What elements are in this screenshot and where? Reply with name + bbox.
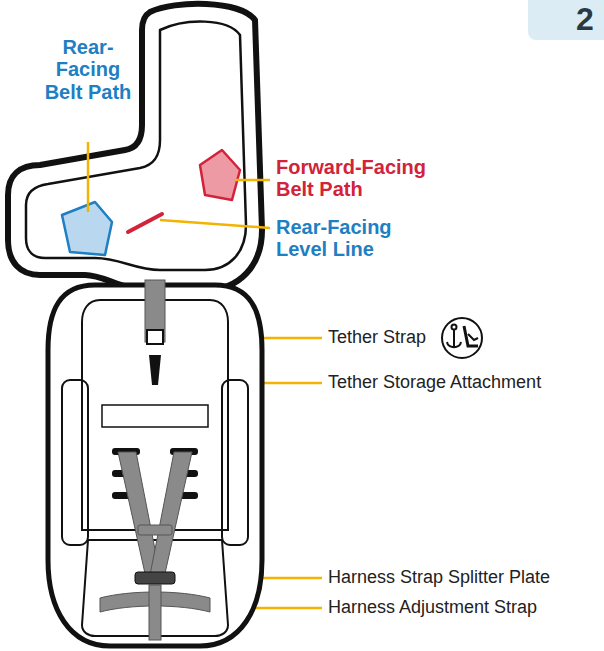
forward-facing-belt-path-shape [200,150,240,200]
seat-side-outline [8,4,262,290]
page-number: 2 [576,2,594,37]
part-label: Tether Storage Attachment [328,372,598,392]
tether-icon [442,318,482,358]
splitter-plate [135,572,175,584]
left-wing [62,380,88,545]
part-label: Rear-Facing Belt Path [40,36,136,103]
part-label: Harness Strap Splitter Plate [328,567,600,587]
seat-side-inner [26,22,246,270]
part-label: Rear-Facing Level Line [276,216,414,261]
part-label: Harness Adjustment Strap [328,597,600,617]
harness-straps [100,452,210,640]
seat-front-outline [48,285,262,646]
headrest [102,405,208,427]
level-line [128,214,162,232]
part-label: Forward-Facing Belt Path [276,156,444,201]
seat-front-back [82,300,228,530]
tether-hook [147,330,163,344]
part-label: Tether Strap [328,327,438,347]
right-wing [222,380,248,545]
page-tab: 2 [528,0,604,40]
tether-storage-attachment [149,355,161,385]
